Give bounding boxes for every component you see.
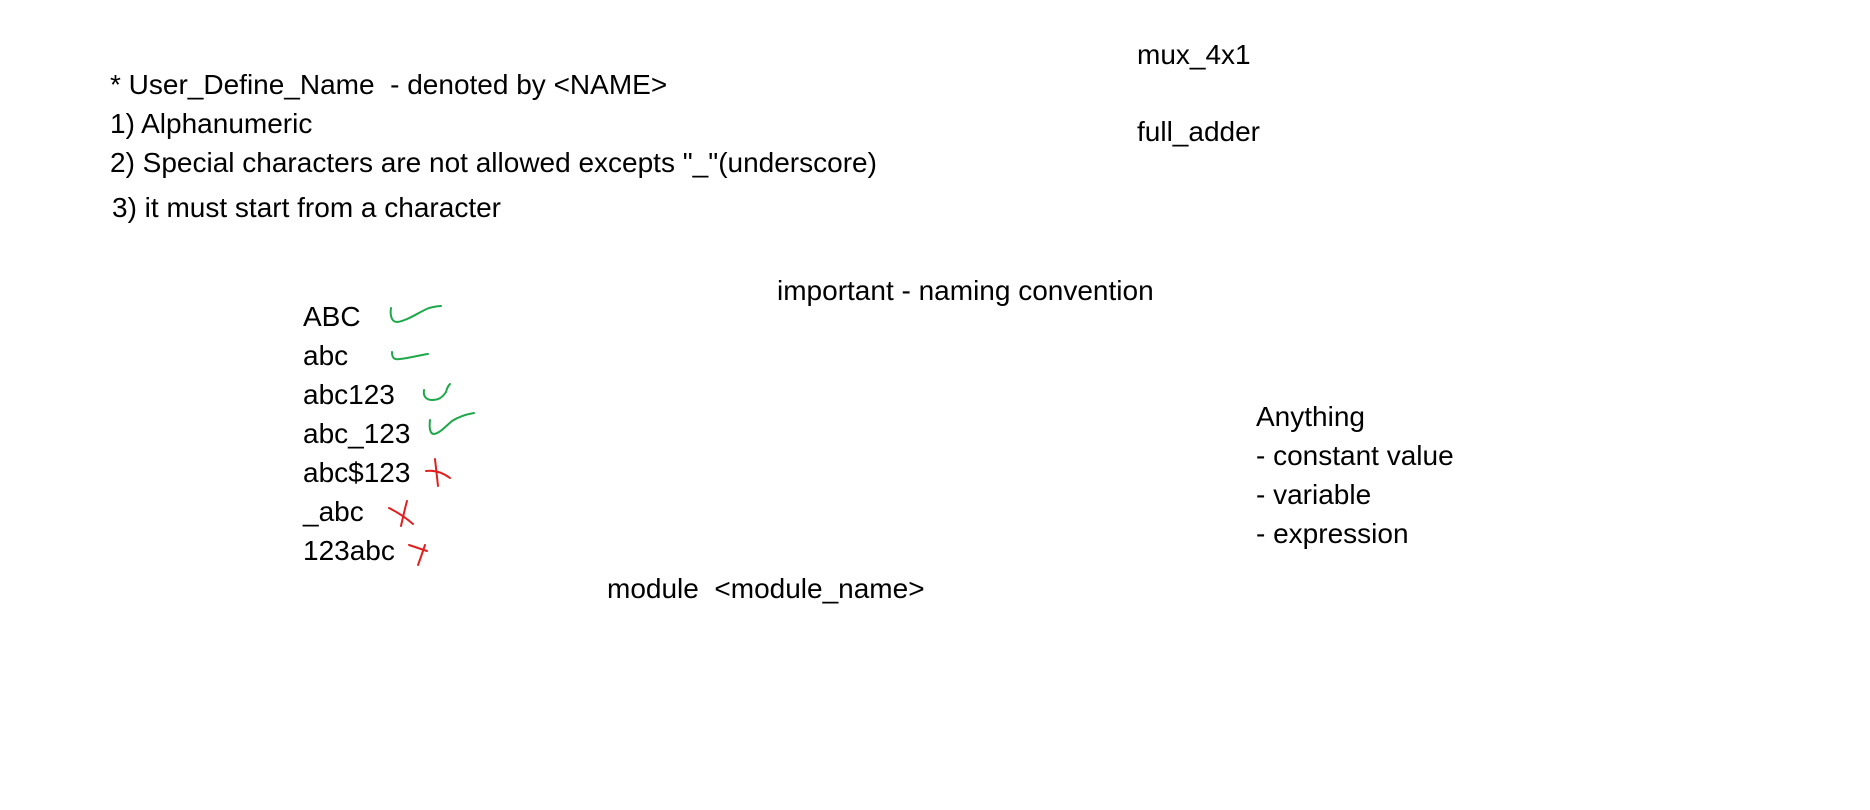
valid-check-mark-icon — [422, 383, 451, 401]
rule-item-alphanumeric: 1) Alphanumeric — [110, 108, 313, 139]
module-syntax: module <module_name> — [607, 573, 925, 604]
module-example-mux: mux_4x1 — [1137, 39, 1251, 70]
valid-check-mark-icon — [389, 305, 442, 323]
anything-item-variable: - variable — [1256, 479, 1372, 510]
example-name: _abc — [303, 496, 364, 527]
rules-heading: * User_Define_Name - denoted by <NAME> — [110, 69, 668, 100]
module-example-full-adder: full_adder — [1137, 116, 1260, 147]
example-name: abc — [303, 340, 349, 371]
example-name: abc$123 — [303, 457, 411, 488]
example-name: abc_123 — [303, 418, 411, 449]
example-name: abc123 — [303, 379, 395, 410]
rule-item-start-character: 3) it must start from a character — [112, 192, 501, 223]
invalid-cross-mark-icon — [388, 500, 414, 527]
anything-title: Anything — [1256, 401, 1365, 432]
rule-item-special-characters: 2) Special characters are not allowed ex… — [110, 147, 877, 178]
anything-item-constant: - constant value — [1256, 440, 1454, 471]
important-note: important - naming convention — [777, 275, 1154, 306]
invalid-cross-mark-icon — [425, 458, 451, 487]
invalid-cross-mark-icon — [408, 544, 428, 566]
example-name: 123abc — [303, 535, 395, 566]
valid-check-mark-icon — [391, 351, 429, 361]
valid-check-mark-icon — [428, 412, 475, 435]
example-name: ABC — [303, 301, 361, 332]
anything-item-expression: - expression — [1256, 518, 1409, 549]
